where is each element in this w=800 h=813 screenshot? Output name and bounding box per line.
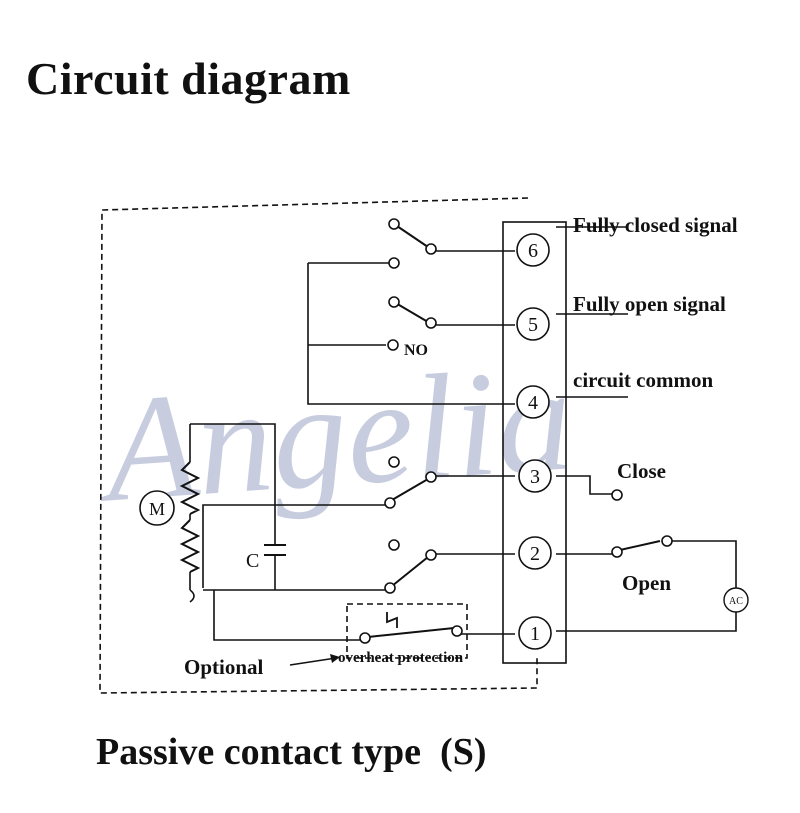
optional-overheat-box xyxy=(346,603,468,659)
diagram-caption: Passive contact type (S) xyxy=(96,731,487,773)
label-open: Open xyxy=(622,571,671,595)
no-label: NO xyxy=(404,342,428,359)
label-circuit-common: circuit common xyxy=(573,368,713,392)
terminal-5-number: 5 xyxy=(528,314,538,336)
motor-symbol xyxy=(139,490,175,526)
motor-label: M xyxy=(149,499,165,519)
ac-source xyxy=(723,587,749,613)
label-fully-closed-signal: Fully closed signal xyxy=(573,213,738,237)
label-overheat-protection: overheat protection xyxy=(338,650,464,666)
terminal-1 xyxy=(518,616,552,650)
terminal-4-number: 4 xyxy=(528,392,538,414)
terminal-6-number: 6 xyxy=(528,240,538,262)
terminal-strip xyxy=(502,221,567,664)
enclosure-dashed-border xyxy=(99,197,538,694)
terminal-6 xyxy=(516,233,550,267)
label-close: Close xyxy=(617,459,666,483)
terminal-4 xyxy=(516,385,550,419)
terminal-3 xyxy=(518,459,552,493)
label-optional: Optional xyxy=(184,655,264,679)
terminal-2 xyxy=(518,536,552,570)
label-fully-open-signal: Fully open signal xyxy=(573,292,726,316)
page-title: Circuit diagram xyxy=(26,53,351,104)
terminal-5 xyxy=(516,307,550,341)
terminal-1-number: 1 xyxy=(530,623,540,645)
terminal-3-number: 3 xyxy=(530,466,540,488)
ac-label: AC xyxy=(729,596,743,607)
terminal-2-number: 2 xyxy=(530,543,540,565)
capacitor-label: C xyxy=(246,550,259,572)
